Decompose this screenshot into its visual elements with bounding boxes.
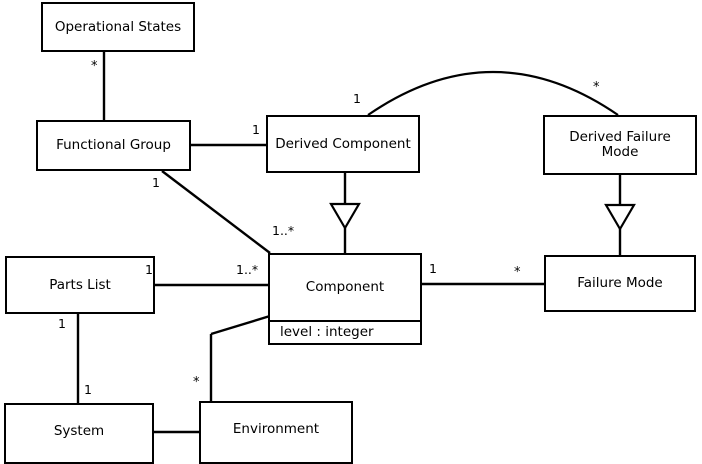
class-name-operational-states: Operational States [54,18,182,35]
class-name-derived-component: Derived Component [275,135,411,152]
class-attribute-component-level: level : integer [270,320,420,343]
class-name-component: Component [305,279,385,296]
class-box-system[interactable]: System [4,403,154,464]
multiplicity-functionalgroup-derivedcomponent: 1 [252,122,260,137]
association-environment-component-diagonal [210,314,271,336]
generalization-arrowhead-component [329,202,361,231]
multiplicity-opstates-functionalgroup: * [91,59,98,74]
class-name-failure-mode: Failure Mode [577,275,663,292]
multiplicity-component-functionalgroup: 1..* [272,223,295,238]
class-name-functional-group: Functional Group [56,137,171,154]
generalization-arrowhead-failuremode [604,203,636,232]
class-name-system: System [53,423,105,440]
association-functionalgroup-component [161,170,271,254]
multiplicity-partslist-component-right: 1..* [236,262,259,277]
multiplicity-partslist-system-top: 1 [58,316,66,331]
class-name-derived-failure-mode: Derived Failure Mode [569,129,671,160]
class-name-parts-list: Parts List [49,276,111,293]
class-box-functional-group[interactable]: Functional Group [36,120,191,171]
multiplicity-component-failuremode-right: * [514,265,521,280]
class-name-environment: Environment [232,421,320,438]
multiplicity-derivedfailuremode-arc: * [593,80,600,95]
class-box-component[interactable]: Component level : integer [268,253,422,345]
class-box-derived-component[interactable]: Derived Component [266,115,420,173]
class-box-operational-states[interactable]: Operational States [41,2,195,52]
class-box-failure-mode[interactable]: Failure Mode [544,255,696,312]
multiplicity-derivedcomponent-arc: 1 [353,91,361,106]
multiplicity-component-failuremode-left: 1 [429,261,437,276]
class-box-parts-list[interactable]: Parts List [5,256,155,314]
association-derivedcomponent-derivedfailuremode [367,71,619,116]
multiplicity-partslist-component-left: 1 [145,262,153,277]
multiplicity-functionalgroup-component: 1 [152,175,160,190]
class-box-environment[interactable]: Environment [199,401,353,464]
multiplicity-environment-component: * [193,375,200,390]
class-box-derived-failure-mode[interactable]: Derived Failure Mode [543,115,697,175]
multiplicity-partslist-system-bottom: 1 [84,382,92,397]
